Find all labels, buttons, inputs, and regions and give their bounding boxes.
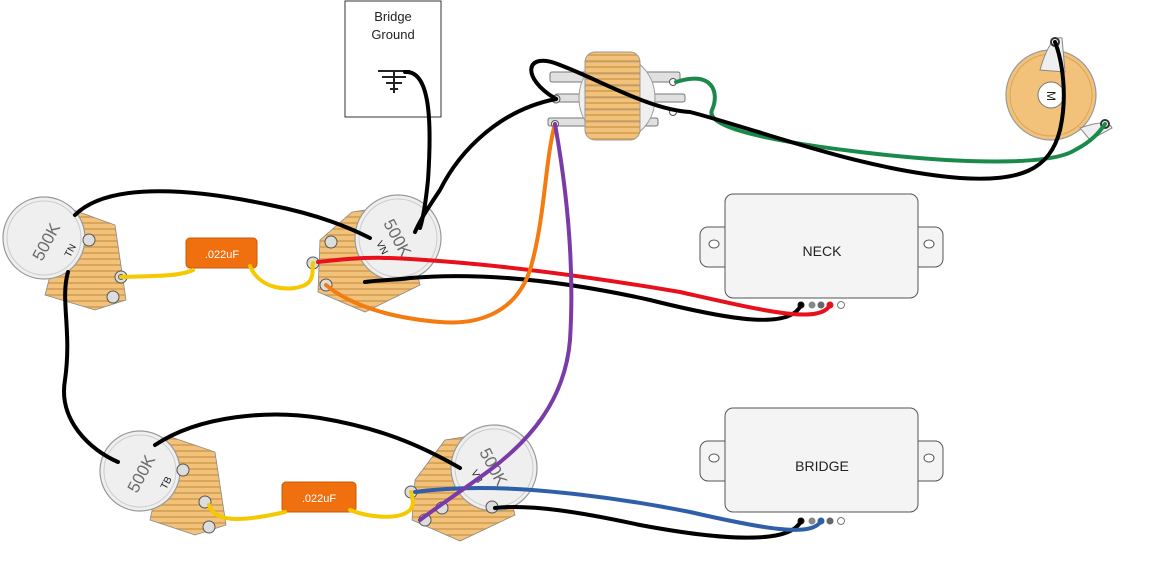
ground-label-line2: Ground	[371, 27, 414, 42]
wires	[62, 40, 1107, 540]
yellow-bridge-wire	[207, 490, 415, 521]
yellow-neck-wire	[119, 261, 315, 291]
bridge-capacitor-label: .022uF	[302, 493, 337, 505]
tone-bridge-pot: 500K TB	[99, 430, 227, 536]
pickup-toggle-switch	[547, 51, 686, 141]
bridge-capacitor: .022uF	[281, 481, 357, 513]
black-bridge-pickup-wire	[493, 504, 803, 540]
black-neck-pickup-wire	[363, 274, 803, 322]
black-tone-volume-bridge-wire	[153, 412, 462, 470]
blue-wire	[413, 486, 823, 532]
red-wire	[316, 255, 832, 317]
output-jack: M	[1005, 37, 1113, 141]
volume-neck-pot: 500K VN	[306, 194, 442, 313]
black-tone-volume-neck-wire	[73, 189, 372, 240]
jack-label: M	[1044, 91, 1058, 101]
neck-capacitor-label: .022uF	[205, 249, 240, 261]
neck-capacitor: .022uF	[185, 237, 258, 269]
ground-label-line1: Bridge	[374, 9, 412, 24]
bridge-ground-box: Bridge Ground	[344, 0, 442, 118]
purple-wire	[418, 122, 574, 522]
orange-wire	[324, 122, 557, 325]
black-switch-volume-wire	[413, 97, 558, 234]
green-wire	[674, 76, 1107, 164]
black-switch-jack-wire	[529, 40, 1066, 181]
bridge-pickup-label: BRIDGE	[795, 458, 849, 474]
black-tone-chain-wire	[62, 270, 120, 464]
tone-bridge-code: TB	[159, 475, 175, 492]
bridge-pickup: BRIDGE	[699, 407, 944, 525]
neck-pickup: NECK	[699, 193, 944, 309]
neck-pickup-label: NECK	[803, 243, 843, 259]
black-ground-wire	[403, 70, 432, 230]
